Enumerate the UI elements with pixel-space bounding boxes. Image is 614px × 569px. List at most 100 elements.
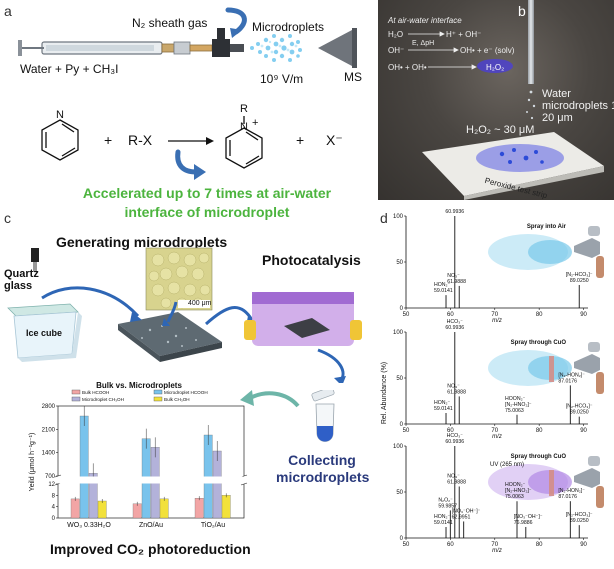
uv-lamp-label: UV lamp (286, 280, 319, 289)
ms-peak-label: HON₂⁻59.0141 (434, 400, 453, 412)
bar-legend-label: Microdroplet CH₃OH (82, 397, 124, 402)
ms-y-tick-label: 0 (400, 306, 404, 312)
field-strength-label: 10⁹ V/m (260, 72, 304, 86)
eq2-left: OH⁻ (388, 46, 405, 55)
cuo-filter (549, 356, 554, 382)
ms-peak-label-line: [N₂-HNO₂]⁻ (505, 402, 532, 408)
ms-peak-label-line: HCO₃⁻ (447, 319, 464, 325)
ms-peak-label: HON₂⁻59.0141 (434, 514, 453, 526)
ms-x-tick-label: 80 (536, 542, 543, 548)
eq1-right: H⁺ + OH⁻ (446, 30, 482, 39)
ms-x-tick-label: 60 (447, 542, 454, 548)
ms-x-tick-label: 70 (491, 428, 498, 434)
generating-title: Generating microdroplets (56, 234, 228, 250)
panel-b-overlays (408, 31, 604, 200)
ms-y-tick-label: 50 (396, 376, 403, 382)
plus-sign-2: + (296, 132, 305, 148)
ms-peak-label-line: 60.9936 (445, 439, 464, 445)
ms-x-tick-label: 90 (580, 542, 587, 548)
ms-peak-label-line: N₂O₂⁻ (438, 497, 453, 503)
ms-y-tick-label: 100 (393, 214, 404, 220)
bar-3-1 (159, 498, 169, 519)
ms-peak-label-line: 89.0250 (570, 518, 589, 524)
ms-y-tick-label: 50 (396, 490, 403, 496)
eq1-left: H₂O (388, 30, 404, 39)
bar-legend-item: Bulk HCOOH (71, 389, 109, 395)
pyridine-n-atom: N (56, 109, 64, 121)
panel-letter-d: d (380, 210, 388, 226)
ms-peak-label-line: 75.0063 (505, 408, 524, 414)
bar-y-tick-label: 1400 (42, 451, 56, 457)
ms-peak-label-line: 76.9886 (514, 520, 533, 526)
bar-legend-label: Microdroplet HCOOH (164, 390, 208, 395)
collection-tube (311, 390, 335, 442)
ms-y-tick-label: 100 (393, 330, 404, 336)
panel-a: a N₂ shea (0, 0, 374, 222)
bar-legend-item: Bulk CH₃OH (153, 396, 190, 402)
photocatalysis-title: Photocatalysis (262, 252, 361, 268)
ms-peak-label: [NO₃⁻OH⁻]⁻62.9951 (452, 508, 481, 520)
bar-legend-swatch (153, 389, 163, 395)
ms-x-tick-label: 90 (580, 312, 587, 318)
ms-peak-label-line: [N₂-HON₂]⁻ (558, 488, 585, 494)
ms-x-tick-label: 80 (536, 312, 543, 318)
bar-y-tick-label: 0 (52, 516, 56, 522)
bar-legend-label: Bulk HCOOH (82, 390, 109, 395)
ms-peak-label-line: 60.9936 (445, 325, 464, 331)
ms-peak-label-line: [N₂-HCO₃]⁻ (566, 512, 593, 518)
ms-x-tick-label: 60 (447, 428, 454, 434)
ms-y-tick-label: 0 (400, 536, 404, 542)
ms-peak-label: NO₃⁻61.9888 (447, 473, 466, 485)
ms-y-tick-label: 100 (393, 444, 404, 450)
bar-0-1 (132, 503, 142, 519)
bar-1-0 (79, 415, 89, 519)
panel-c: c Generating microdroplets Photocatalysi… (0, 208, 374, 569)
ms-y-tick-label: 50 (396, 260, 403, 266)
bar-legend-swatch (71, 389, 81, 395)
collecting-line-1: Collecting (288, 452, 356, 468)
product-positive-charge: + (252, 117, 259, 129)
spray-gun-icon (488, 456, 604, 508)
ms-peak-label-line: NO₃⁻ (447, 273, 460, 279)
ms-peak-label-line: [NO₃⁻OH⁻]⁻ (514, 514, 543, 520)
ms-x-tick-label: 80 (536, 428, 543, 434)
ms-peak-label-line: 61.9888 (447, 279, 466, 285)
ms-peak-label: [N₂-HON₂]⁻87.0176 (558, 488, 585, 500)
bar-legend-item: Microdroplet HCOOH (153, 389, 208, 395)
bar-y-tick-label: 2800 (42, 404, 56, 410)
syringe-solution-label: Water + Py + CH₃I (20, 62, 119, 76)
bar-category-label: TiO₂/Au (201, 522, 225, 529)
improved-co2-title: Improved CO₂ photoreduction (50, 541, 251, 557)
return-arrow-icon (240, 390, 300, 408)
ms-peak-label: [N₂-HCO₃]⁻89.0250 (566, 512, 593, 524)
pyridinium-structure (225, 116, 263, 169)
ms-peak-label: NO₃⁻61.9888 (447, 383, 466, 395)
scale-bar-label: 400 μm (188, 300, 212, 307)
ms-peak-label-line: 75.0063 (505, 494, 524, 500)
plus-sign-1: + (104, 132, 113, 148)
ms-peak-label-line: 89.0250 (570, 410, 589, 416)
ms-peak-label-line: HON₂⁻ (434, 400, 451, 406)
eq2-condition: E, ΔpH (412, 40, 435, 47)
microdroplets-label: Microdroplets (252, 20, 325, 34)
ms-peak-label: HCO₃⁻60.9936 (445, 433, 464, 445)
h2o2-concentration: H₂O₂ ~ 30 μM (466, 124, 535, 136)
ms-peak-label-line: 60.9936 (445, 209, 464, 215)
bar-legend-label: Bulk CH₃OH (164, 397, 190, 402)
ms-label: MS (344, 70, 362, 84)
bar-category-label: WO₃ 0.33H₂O (67, 522, 111, 529)
ms-x-tick-label: 70 (491, 312, 498, 318)
spectrum-title: Spray into Air (527, 224, 567, 230)
ms-peak-label-line: 87.0176 (558, 494, 577, 500)
ms-peak-label-line: NO₃⁻ (447, 473, 460, 479)
accelerated-line-2: interface of microdroplet (124, 204, 290, 220)
reagent-r-x: R-X (128, 132, 153, 148)
ms-peak-label-line: HON₂⁻ (434, 514, 451, 520)
ms-peak-label-line: [NO₃⁻OH⁻]⁻ (452, 508, 481, 514)
product-r-group: R (240, 103, 248, 115)
ms-peak-label: N₂O₂⁻59.9857 (438, 497, 457, 509)
bar-3-0 (97, 500, 107, 519)
quartz-label-line-2: glass (4, 280, 33, 292)
spectrum-subtitle: UV (265 nm) (490, 462, 524, 468)
